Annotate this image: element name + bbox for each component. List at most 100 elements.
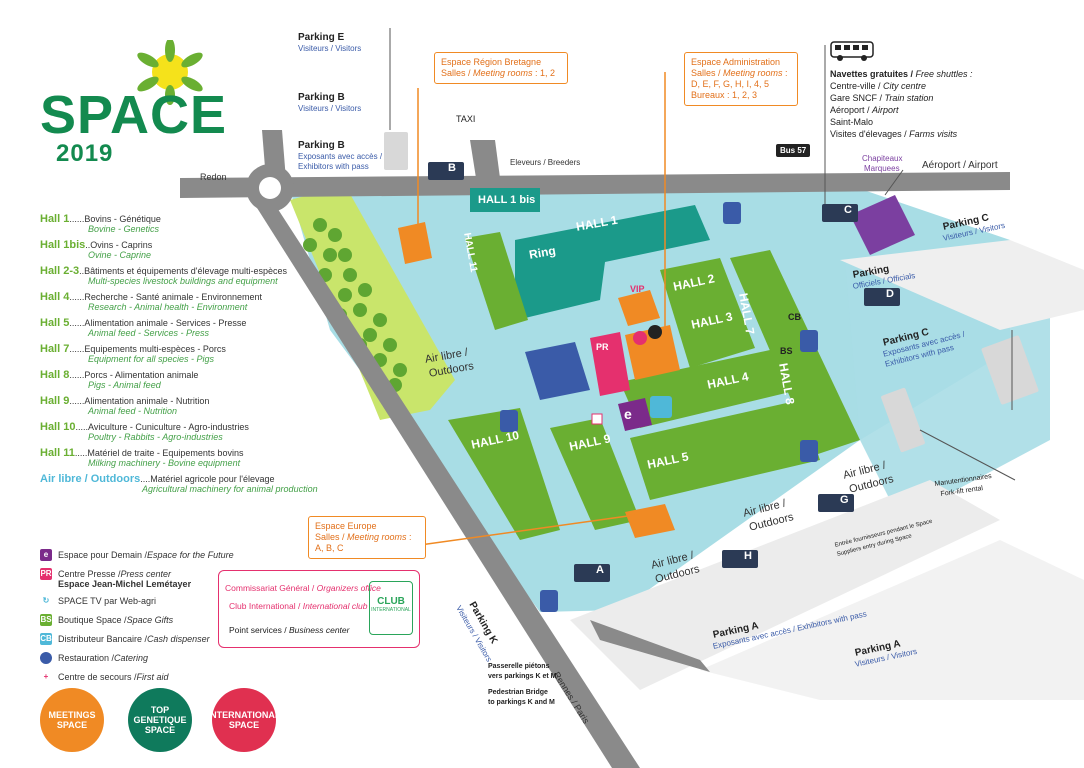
shuttle-destination-fr: Gare SNCF / — [830, 93, 885, 103]
shuttle-destination-fr: Visites d'élevages / — [830, 129, 910, 139]
door-c[interactable] — [822, 204, 858, 222]
service-label: SPACE TV par Web-agri — [58, 595, 157, 606]
restaurant-icon[interactable] — [800, 330, 818, 352]
hall-legend-dots: ...... — [69, 344, 85, 354]
service-icon: ↻ — [40, 594, 52, 607]
service-icon: + — [40, 670, 52, 683]
hall-legend-en: Equipment for all species - Pigs — [88, 354, 215, 364]
callout-text: D, E, F, G, H, I, 4, 5 — [691, 79, 770, 89]
hall-legend-dots: ..... — [74, 448, 88, 458]
shuttle-destination: Saint-Malo — [830, 116, 973, 128]
club-label: Club International / — [229, 601, 303, 611]
marquees — [850, 195, 915, 255]
door-h[interactable] — [722, 550, 758, 568]
hall-legend-fr: Ovins - Caprins — [90, 240, 153, 250]
callout-text: Meeting rooms — [723, 68, 783, 78]
shuttle-destination-en: Train station — [884, 93, 934, 103]
bus-icon — [830, 41, 874, 61]
hall-5 — [630, 400, 820, 500]
hall-legend-en: Multi-species livestock buildings and eq… — [88, 276, 278, 286]
callout-title: Espace Europe — [315, 521, 377, 531]
hall-legend-dots: .. — [85, 240, 91, 250]
hall-legend-en: Milking machinery - Bovine equipment — [88, 458, 241, 468]
hall-legend-item: Hall 11.....Matériel de traite - Equipem… — [40, 448, 320, 474]
hall-legend-fr: Recherche - Santé animale - Environnemen… — [84, 292, 262, 302]
club-logo-sub: INTERNATIONAL — [371, 607, 411, 613]
shuttle-title: Navettes gratuites / — [830, 69, 916, 79]
restaurant-icon[interactable] — [500, 410, 518, 432]
vip-building — [618, 290, 660, 326]
service-icon: BS — [40, 613, 52, 626]
callout-text: Salles / — [441, 68, 474, 78]
hall-legend-fr: Porcs - Alimentation animale — [84, 370, 199, 380]
outdoor-legend-name: Air libre / Outdoors — [40, 473, 141, 485]
fork-icon — [40, 651, 52, 664]
hall-9 — [550, 418, 640, 530]
hall-legend-dots: ...... — [69, 292, 85, 302]
badge-text: MEETINGS — [48, 710, 96, 720]
callout-text: Meeting rooms — [347, 532, 407, 542]
leader-lines — [389, 28, 1016, 481]
shuttle-destination-en: Airport — [872, 105, 899, 115]
organizers-office-label-en: Organizers office — [316, 583, 381, 593]
service-label-en: Catering — [114, 652, 149, 663]
point-services-label: Point services / — [229, 625, 289, 635]
restaurant-icon[interactable] — [723, 202, 741, 224]
hall-legend-dots: ...... — [69, 370, 85, 380]
parking-area-c — [840, 240, 1084, 330]
outdoor-legend-item: Air libre / Outdoors....Matériel agricol… — [40, 474, 320, 500]
hall-legend-item: Hall 7......Equipements multi-espèces - … — [40, 344, 320, 370]
service-label-en: Space Gifts — [126, 614, 174, 625]
logo-title: SPACE — [40, 85, 228, 145]
badge-text: TOP — [150, 705, 170, 715]
service-label: Centre Presse / — [58, 568, 121, 579]
restaurant-icon[interactable] — [540, 590, 558, 612]
callout-text: : — [782, 68, 788, 78]
callout-text: Salles / — [691, 68, 724, 78]
door-g[interactable] — [818, 494, 854, 512]
callout-lines — [417, 72, 666, 546]
administration-callout: Espace Administration Salles / Meeting r… — [684, 52, 798, 106]
service-icon: PR — [40, 567, 52, 580]
service-label: Espace Jean-Michel Lemétayer — [58, 579, 192, 589]
shuttle-destination: Gare SNCF / Train station — [830, 92, 973, 104]
shuttle-destination-fr: Saint-Malo — [830, 117, 874, 127]
hall-legend-item: Hall 10.....Aviculture - Cuniculture - A… — [40, 422, 320, 448]
door-a[interactable] — [574, 564, 610, 582]
hall-legend-en: Animal feed - Nutrition — [88, 406, 178, 416]
shuttle-destination-fr: Centre-ville / — [830, 81, 884, 91]
callout-text: : 1, 2 — [532, 68, 556, 78]
hall-legend-item: Hall 5......Alimentation animale - Servi… — [40, 318, 320, 344]
parking-plots — [384, 132, 1039, 453]
hall-10 — [448, 408, 560, 540]
organizers-info-box: Commissariat Général / Organizers office… — [218, 570, 420, 648]
organizers-office-icon — [633, 331, 647, 345]
club-logo-title: CLUB — [377, 596, 405, 607]
service-label-en: Espace for the Future — [147, 549, 234, 560]
hall-legend-name: Hall 8 — [40, 369, 70, 381]
hall-legend-fr: Matériel de traite - Equipements bovins — [87, 448, 244, 458]
hall-legend-name: Hall 2-3 — [40, 265, 80, 277]
shuttle-destination-en: Farms visits — [909, 129, 958, 139]
door-b[interactable] — [428, 162, 464, 180]
hall-legend-dots: .. — [79, 266, 85, 276]
badge-text: SPACE — [228, 720, 260, 730]
hall-legend-fr: Equipements multi-espèces - Porcs — [84, 344, 226, 354]
shuttle-destination-en: City centre — [883, 81, 927, 91]
service-icon: CB — [40, 632, 52, 645]
flower-logo-icon — [137, 40, 203, 105]
hall-legend-en: Ovine - Caprine — [88, 250, 152, 260]
first-aid-icon — [591, 413, 603, 425]
hall-legend-fr: Bâtiments et équipements d'élevage multi… — [84, 266, 287, 276]
door-d[interactable] — [864, 288, 900, 306]
hall-1bis — [470, 188, 540, 212]
restaurant-icon[interactable] — [800, 440, 818, 462]
outdoor-legend-en: Agricultural machinery for animal produc… — [142, 484, 318, 494]
